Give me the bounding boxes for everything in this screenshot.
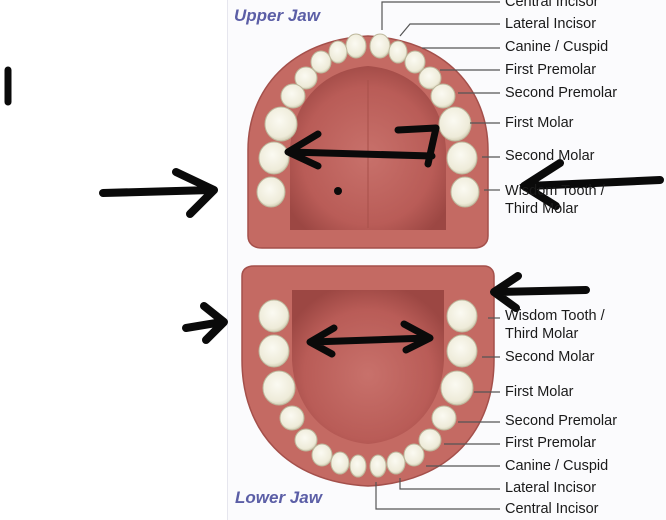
lower-label-central-incisor: Central Incisor (505, 501, 599, 517)
lower-left-first-premolar-tooth (294, 428, 318, 452)
lower-right-first-premolar-tooth (418, 428, 442, 452)
upper-label-first-premolar: First Premolar (505, 62, 597, 78)
upper-left-central-incisor-tooth (345, 33, 367, 59)
upper-left-second-molar-tooth (258, 141, 290, 175)
marker-dot (334, 187, 342, 195)
upper-label-second-molar: Second Molar (505, 148, 595, 164)
lower-label-first-premolar: First Premolar (505, 435, 597, 451)
upper-left-wisdom-tooth-tooth (256, 176, 286, 208)
upper-right-second-molar-tooth (446, 141, 478, 175)
upper-left-first-molar-tooth (264, 106, 298, 142)
upper-label-second-premolar: Second Premolar (505, 85, 618, 101)
lower-left-canine-tooth (311, 443, 333, 467)
lower-label-canine: Canine / Cuspid (505, 458, 609, 474)
upper-left-second-premolar-tooth (280, 83, 306, 109)
upper-jaw-title: Upper Jaw (234, 6, 320, 25)
lower-right-second-premolar-tooth (431, 405, 457, 431)
upper-jaw (247, 33, 489, 249)
lower-label-second-premolar: Second Premolar (505, 413, 618, 429)
lower-label-third-molar: Third Molar (505, 326, 579, 342)
lower-right-second-molar-tooth (446, 334, 478, 368)
lower-left-wisdom-tooth-tooth (258, 299, 290, 333)
upper-right-first-molar-tooth (438, 106, 472, 142)
left-arrow-lower (182, 302, 228, 344)
upper-label-lateral-incisor: Lateral Incisor (505, 16, 597, 32)
marker-annotations (4, 66, 664, 358)
upper-label-canine: Canine / Cuspid (505, 39, 609, 55)
upper-right-wisdom-tooth-tooth (450, 176, 480, 208)
lower-right-lateral-incisor-tooth (386, 451, 406, 475)
lower-left-second-premolar-tooth (279, 405, 305, 431)
lower-left-second-molar-tooth (258, 334, 290, 368)
upper-right-lateral-incisor-tooth (388, 40, 408, 64)
lower-right-wisdom-tooth-tooth (446, 299, 478, 333)
lower-label-wisdom-tooth: Wisdom Tooth / (505, 308, 605, 324)
double-arrow-upper (284, 124, 440, 170)
upper-label-first-molar: First Molar (505, 115, 574, 131)
left-arrow-upper (99, 168, 218, 218)
lower-right-first-molar-tooth (440, 370, 474, 406)
upper-left-first-premolar-tooth (294, 66, 318, 90)
upper-label-third-molar: Third Molar (505, 201, 579, 217)
upper-right-second-premolar-tooth (430, 83, 456, 109)
upper-left-canine-tooth (310, 50, 332, 74)
upper-label-central-incisor: Central Incisor (505, 0, 599, 10)
upper-label-wisdom-tooth: Wisdom Tooth / (505, 183, 605, 199)
lower-right-canine-tooth (403, 443, 425, 467)
lower-left-central-incisor-tooth (349, 454, 367, 478)
lower-jaw-title: Lower Jaw (235, 488, 322, 507)
lower-jaw (241, 265, 495, 487)
lower-left-lateral-incisor-tooth (330, 451, 350, 475)
lower-right-central-incisor-tooth (369, 454, 387, 478)
lower-label-second-molar: Second Molar (505, 349, 595, 365)
double-arrow-lower (306, 320, 434, 358)
right-arrow-lower (490, 272, 590, 312)
upper-right-central-incisor-tooth (369, 33, 391, 59)
lower-label-first-molar: First Molar (505, 384, 574, 400)
label-leader-lines (375, 1, 500, 510)
lower-label-lateral-incisor: Lateral Incisor (505, 480, 597, 496)
upper-right-first-premolar-tooth (418, 66, 442, 90)
upper-right-canine-tooth (404, 50, 426, 74)
lower-left-first-molar-tooth (262, 370, 296, 406)
upper-left-lateral-incisor-tooth (328, 40, 348, 64)
right-arrow-upper (520, 159, 664, 210)
